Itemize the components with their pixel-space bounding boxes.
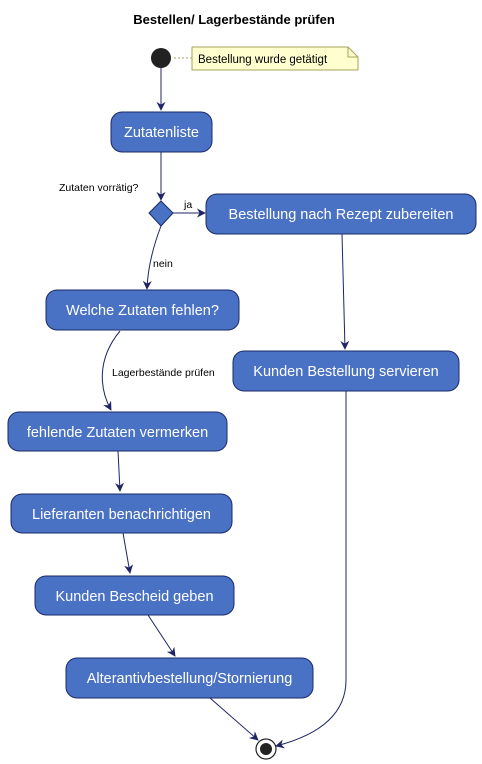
node-alternativ: Alterantivbestellung/Stornierung — [65, 657, 314, 699]
node-fehlen-label: Welche Zutaten fehlen? — [66, 303, 219, 319]
node-lieferanten-label: Lieferanten benachrichtigen — [32, 507, 211, 523]
node-zutatenliste-label: Zutatenliste — [124, 125, 199, 141]
edge-rezept-servieren — [340, 233, 350, 350]
node-rezept-label: Bestellung nach Rezept zubereiten — [229, 207, 454, 223]
edge-bescheid-alternativ — [147, 614, 176, 657]
edge-fehlen-vermerken — [101, 330, 121, 411]
edge-decision-fehlen — [142, 225, 162, 290]
node-fehlen: Welche Zutaten fehlen? — [45, 289, 240, 331]
node-lieferanten: Lieferanten benachrichtigen — [10, 493, 233, 534]
edge-vermerken-lieferanten — [115, 450, 125, 492]
note: Bestellung wurde getätigt — [172, 46, 359, 71]
edge-alternativ-end — [209, 697, 259, 741]
node-bescheid: Kunden Bescheid geben — [34, 575, 235, 616]
node-bescheid-label: Kunden Bescheid geben — [55, 589, 213, 605]
node-servieren: Kunden Bestellung servieren — [232, 350, 460, 392]
note-corner — [347, 47, 358, 58]
node-vermerken-label: fehlende Zutaten vermerken — [27, 425, 208, 441]
diagram-title: Bestellen/ Lagerbestände prüfen — [133, 12, 335, 27]
edge-servieren-end — [275, 391, 347, 749]
end-node — [255, 738, 277, 760]
node-servieren-label: Kunden Bestellung servieren — [253, 364, 438, 380]
node-vermerken: fehlende Zutaten vermerken — [7, 411, 228, 452]
decision-diamond — [148, 200, 174, 227]
edge-lieferanten-bescheid — [122, 532, 134, 574]
node-alternativ-label: Alterantivbestellung/Stornierung — [87, 671, 293, 687]
note-shape — [191, 46, 359, 71]
decision-question: Zutaten vorrätig? — [59, 182, 139, 194]
node-rezept: Bestellung nach Rezept zubereiten — [205, 193, 477, 235]
decision-no-label: nein — [153, 258, 173, 270]
start-node — [151, 48, 171, 68]
decision-yes-label: ja — [183, 199, 192, 211]
node-zutatenliste: Zutatenliste — [110, 111, 213, 153]
edge-label-lager: Lagerbestände prüfen — [112, 367, 215, 379]
note-text: Bestellung wurde getätigt — [198, 54, 328, 66]
